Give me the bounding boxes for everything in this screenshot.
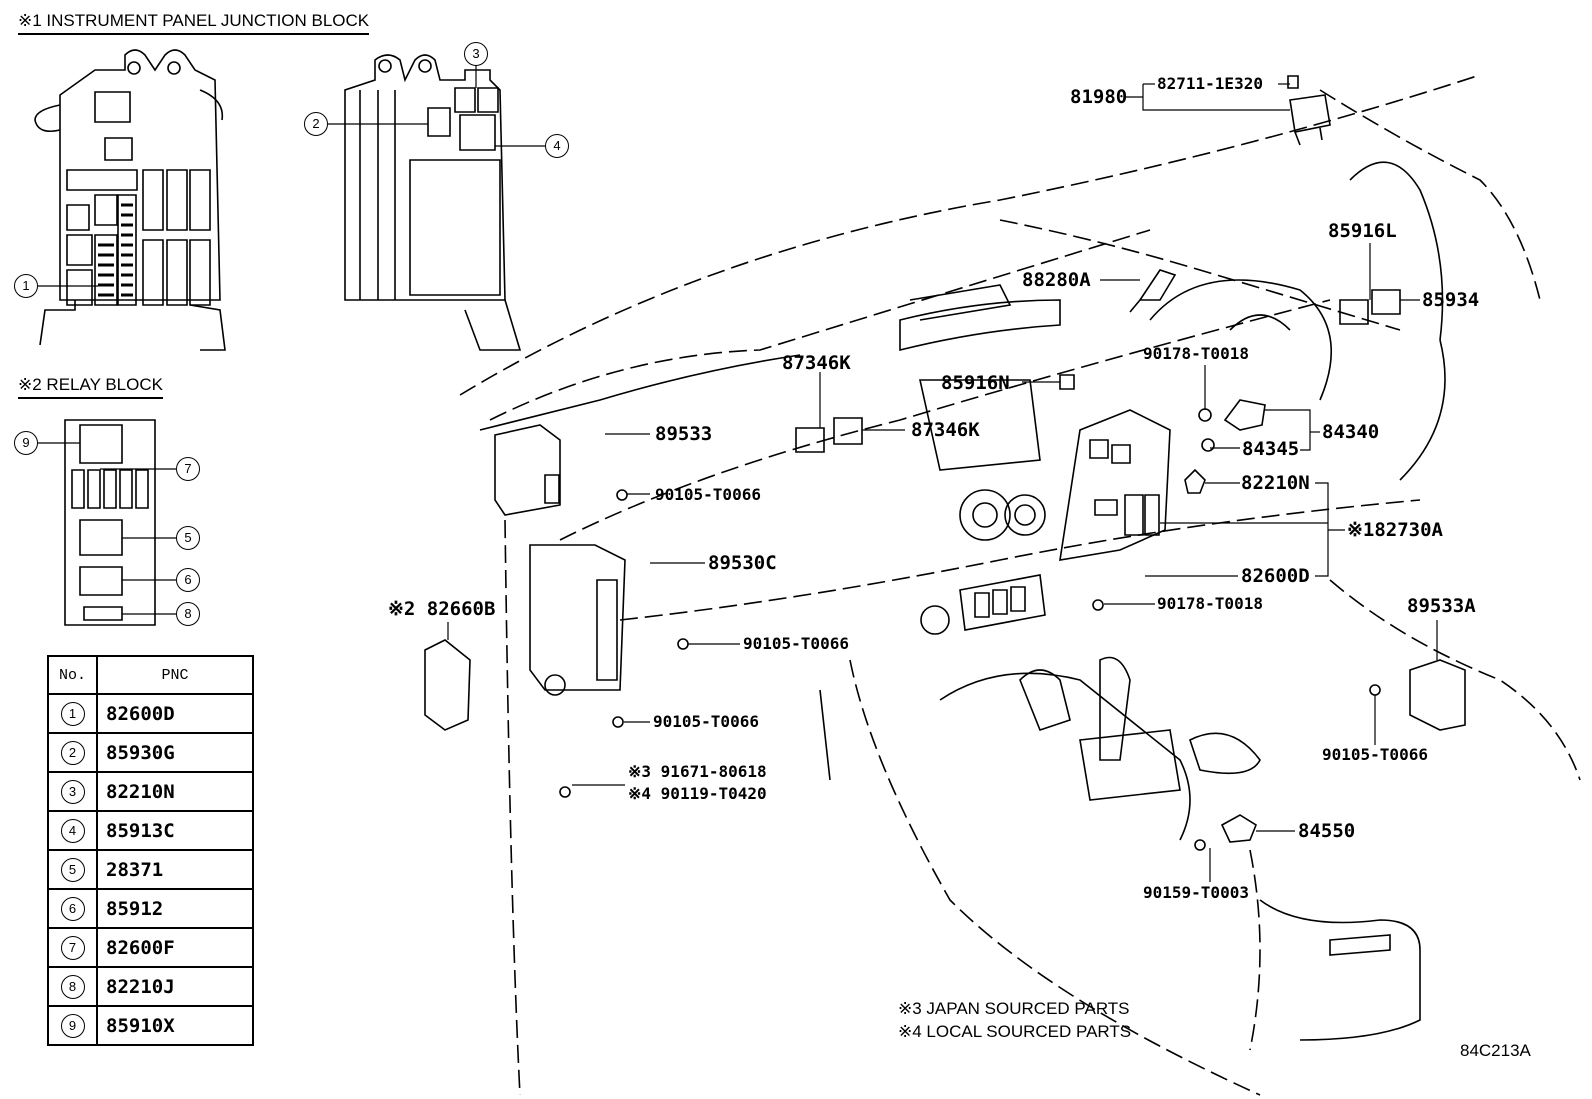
callout-2: 2 xyxy=(304,112,328,136)
callout-3: 3 xyxy=(464,42,488,66)
part-label-85916n[interactable]: 85916N xyxy=(941,372,1010,394)
part-label-90159-t0003[interactable]: 90159-T0003 xyxy=(1143,883,1249,902)
relay-block-title: ※2 RELAY BLOCK xyxy=(18,376,163,399)
row-number: 7 xyxy=(60,935,85,960)
callout-8: 8 xyxy=(176,602,200,626)
table-row: 2 85930G xyxy=(47,732,254,773)
row-pnc: 85910X xyxy=(96,1005,254,1046)
table-row: 8 82210J xyxy=(47,966,254,1007)
header-no: No. xyxy=(47,655,98,695)
part-label-90105-t0066-c[interactable]: 90105-T0066 xyxy=(653,712,759,731)
row-pnc: 82210J xyxy=(96,966,254,1007)
callout-9: 9 xyxy=(14,431,38,455)
callout-leaders xyxy=(38,65,545,614)
callout-6: 6 xyxy=(176,568,200,592)
table-row: 1 82600D xyxy=(47,693,254,734)
part-label-90105-t0066-b[interactable]: 90105-T0066 xyxy=(743,634,849,653)
dashboard-solid-lines xyxy=(480,162,1445,1040)
table-row: 9 85910X xyxy=(47,1005,254,1046)
part-label-84345[interactable]: 84345 xyxy=(1242,438,1300,460)
part-label-82210n[interactable]: 82210N xyxy=(1241,472,1310,494)
part-label-82730a[interactable]: ※182730A xyxy=(1347,519,1443,541)
part-label-88280a[interactable]: 88280A xyxy=(1022,269,1091,291)
part-label-82711-1e320[interactable]: 82711-1E320 xyxy=(1157,74,1263,93)
part-label-85934[interactable]: 85934 xyxy=(1422,289,1480,311)
note-local-sourced: ※4 LOCAL SOURCED PARTS xyxy=(898,1022,1132,1041)
row-number: 8 xyxy=(60,974,85,999)
row-number: 9 xyxy=(60,1013,85,1038)
part-label-84340[interactable]: 84340 xyxy=(1322,421,1380,443)
row-number: 5 xyxy=(60,857,85,882)
part-label-84550[interactable]: 84550 xyxy=(1298,820,1356,842)
row-number: 1 xyxy=(60,701,85,726)
part-label-90178-t0018-top[interactable]: 90178-T0018 xyxy=(1143,344,1249,363)
row-number: 3 xyxy=(60,779,85,804)
part-label-91671-80618[interactable]: ※3 91671-80618 xyxy=(628,762,767,781)
part-label-82600d[interactable]: 82600D xyxy=(1241,565,1310,587)
part-label-87346k-bottom[interactable]: 87346K xyxy=(911,419,980,441)
row-pnc: 85912 xyxy=(96,888,254,929)
callout-1: 1 xyxy=(14,274,38,298)
callout-7: 7 xyxy=(176,457,200,481)
part-label-90178-t0018-bottom[interactable]: 90178-T0018 xyxy=(1157,594,1263,613)
row-number: 4 xyxy=(60,818,85,843)
part-label-90105-t0066-d[interactable]: 90105-T0066 xyxy=(1322,745,1428,764)
junction-block-front-drawing xyxy=(35,50,225,350)
row-pnc: 28371 xyxy=(96,849,254,890)
part-label-89533[interactable]: 89533 xyxy=(655,423,713,445)
header-pnc: PNC xyxy=(96,655,254,695)
pnc-table-header: No. PNC xyxy=(47,655,254,695)
component-sketches xyxy=(425,76,1465,850)
row-pnc: 82600D xyxy=(96,693,254,734)
row-number: 6 xyxy=(60,896,85,921)
junction-block-title: ※1 INSTRUMENT PANEL JUNCTION BLOCK xyxy=(18,12,370,35)
table-row: 4 85913C xyxy=(47,810,254,851)
dashboard-drawing xyxy=(460,75,1580,1095)
callout-5: 5 xyxy=(176,526,200,550)
table-row: 3 82210N xyxy=(47,771,254,812)
part-label-89530c[interactable]: 89530C xyxy=(708,552,777,574)
junction-block-rear-drawing xyxy=(345,55,520,350)
table-row: 5 28371 xyxy=(47,849,254,890)
part-label-85916l[interactable]: 85916L xyxy=(1328,220,1397,242)
drawing-id: 84C213A xyxy=(1460,1041,1531,1060)
note-japan-sourced: ※3 JAPAN SOURCED PARTS xyxy=(898,999,1130,1018)
part-label-87346k-top[interactable]: 87346K xyxy=(782,352,851,374)
part-label-89533a[interactable]: 89533A xyxy=(1407,595,1476,617)
callout-4: 4 xyxy=(545,134,569,158)
part-label-81980[interactable]: 81980 xyxy=(1070,86,1128,108)
part-leader-lines xyxy=(448,84,1437,882)
table-row: 6 85912 xyxy=(47,888,254,929)
row-pnc: 85913C xyxy=(96,810,254,851)
part-label-82660b[interactable]: ※2 82660B xyxy=(388,598,496,620)
part-label-90119-t0420[interactable]: ※4 90119-T0420 xyxy=(628,784,767,803)
row-pnc: 82210N xyxy=(96,771,254,812)
row-pnc: 82600F xyxy=(96,927,254,968)
row-number: 2 xyxy=(60,740,85,765)
table-row: 7 82600F xyxy=(47,927,254,968)
part-label-90105-t0066-a[interactable]: 90105-T0066 xyxy=(655,485,761,504)
relay-block-drawing xyxy=(65,420,155,625)
row-pnc: 85930G xyxy=(96,732,254,773)
